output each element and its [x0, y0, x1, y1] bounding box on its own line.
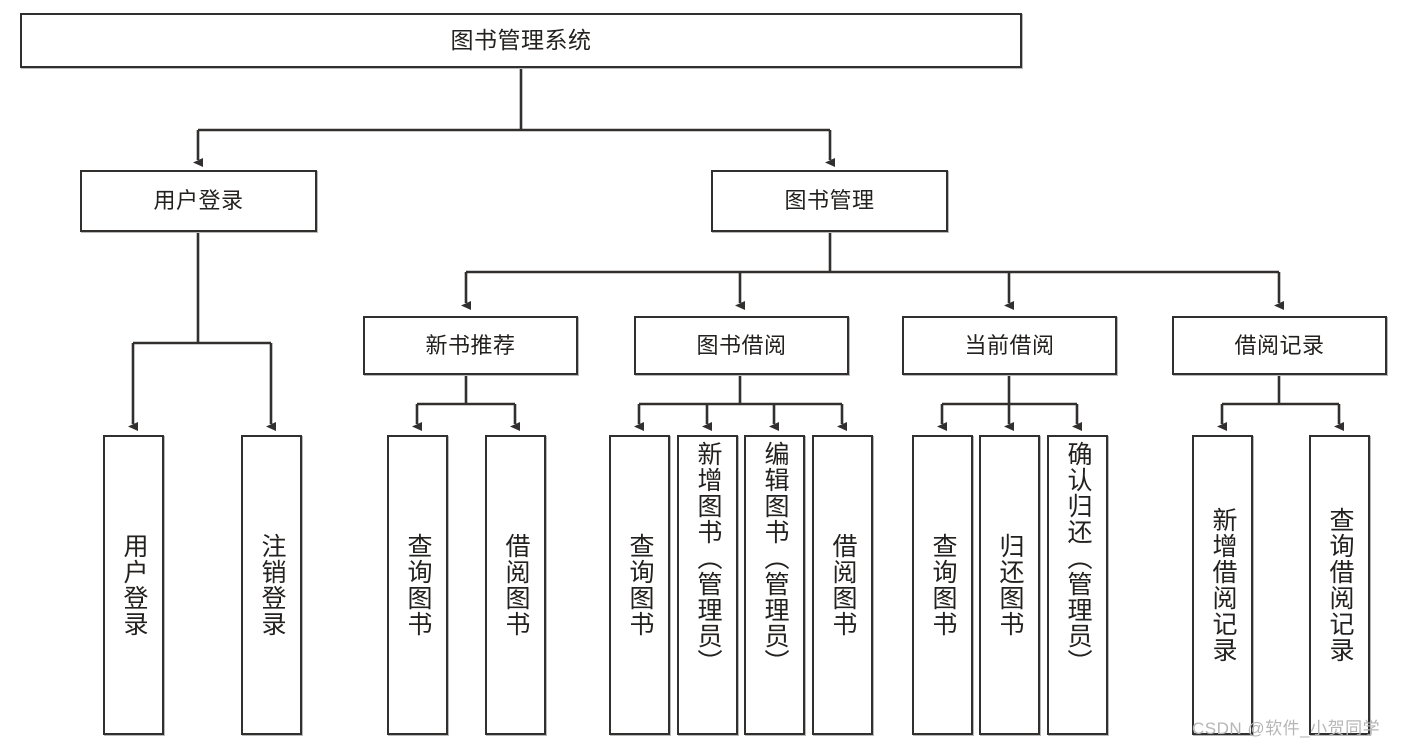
node-label: 归还图书 [996, 533, 1024, 637]
leaf-current-confirm-return-admin[interactable]: 确认归还（管理员） [1047, 435, 1108, 735]
leaf-user-login-signin[interactable]: 用户登录 [103, 435, 164, 735]
node-label: 借阅图书 [829, 533, 857, 637]
node-label: 用户登录 [153, 188, 244, 213]
csdn-watermark: CSDN @软件_小贺同学 [1192, 719, 1381, 738]
node-label: 确认归还（管理员） [1064, 441, 1092, 675]
node-label: 用户登录 [120, 533, 148, 637]
leaf-new-book-borrow-books[interactable]: 借阅图书 [485, 435, 546, 735]
leaf-record-add-borrow-record[interactable]: 新增借阅记录 [1192, 435, 1253, 735]
leaf-borrow-add-book-admin[interactable]: 新增图书（管理员） [677, 435, 738, 735]
node-label: 新书推荐 [425, 332, 516, 358]
leaf-record-query-borrow-record[interactable]: 查询借阅记录 [1309, 435, 1370, 735]
leaf-borrow-edit-book-admin[interactable]: 编辑图书（管理员） [744, 435, 805, 735]
node-book-management[interactable]: 图书管理 [711, 170, 948, 232]
node-label: 图书管理系统 [450, 27, 592, 53]
node-current-borrowing[interactable]: 当前借阅 [902, 316, 1117, 375]
node-book-borrowing[interactable]: 图书借阅 [634, 316, 849, 375]
leaf-user-login-signout[interactable]: 注销登录 [241, 435, 302, 735]
leaf-borrow-borrow-books[interactable]: 借阅图书 [812, 435, 873, 735]
node-label: 当前借阅 [964, 332, 1055, 358]
node-label: 借阅记录 [1234, 332, 1325, 358]
node-label: 新增借阅记录 [1209, 507, 1237, 663]
node-root-book-management-system[interactable]: 图书管理系统 [20, 13, 1022, 68]
leaf-borrow-query-books[interactable]: 查询图书 [609, 435, 670, 735]
node-label: 查询图书 [404, 533, 432, 637]
node-new-book-recommendation[interactable]: 新书推荐 [363, 316, 578, 375]
node-label: 图书借阅 [696, 332, 787, 358]
node-label: 图书管理 [784, 188, 875, 213]
leaf-current-return-books[interactable]: 归还图书 [979, 435, 1040, 735]
node-label: 新增图书（管理员） [694, 441, 722, 675]
leaf-new-book-query-books[interactable]: 查询图书 [387, 435, 448, 735]
node-label: 借阅图书 [502, 533, 530, 637]
node-label: 查询图书 [626, 533, 654, 637]
node-label: 编辑图书（管理员） [761, 441, 789, 675]
node-label: 查询图书 [929, 533, 957, 637]
leaf-current-query-books[interactable]: 查询图书 [912, 435, 973, 735]
node-borrowing-record[interactable]: 借阅记录 [1172, 316, 1387, 375]
node-label: 查询借阅记录 [1326, 507, 1354, 663]
node-label: 注销登录 [258, 533, 286, 637]
node-user-login[interactable]: 用户登录 [80, 170, 317, 232]
